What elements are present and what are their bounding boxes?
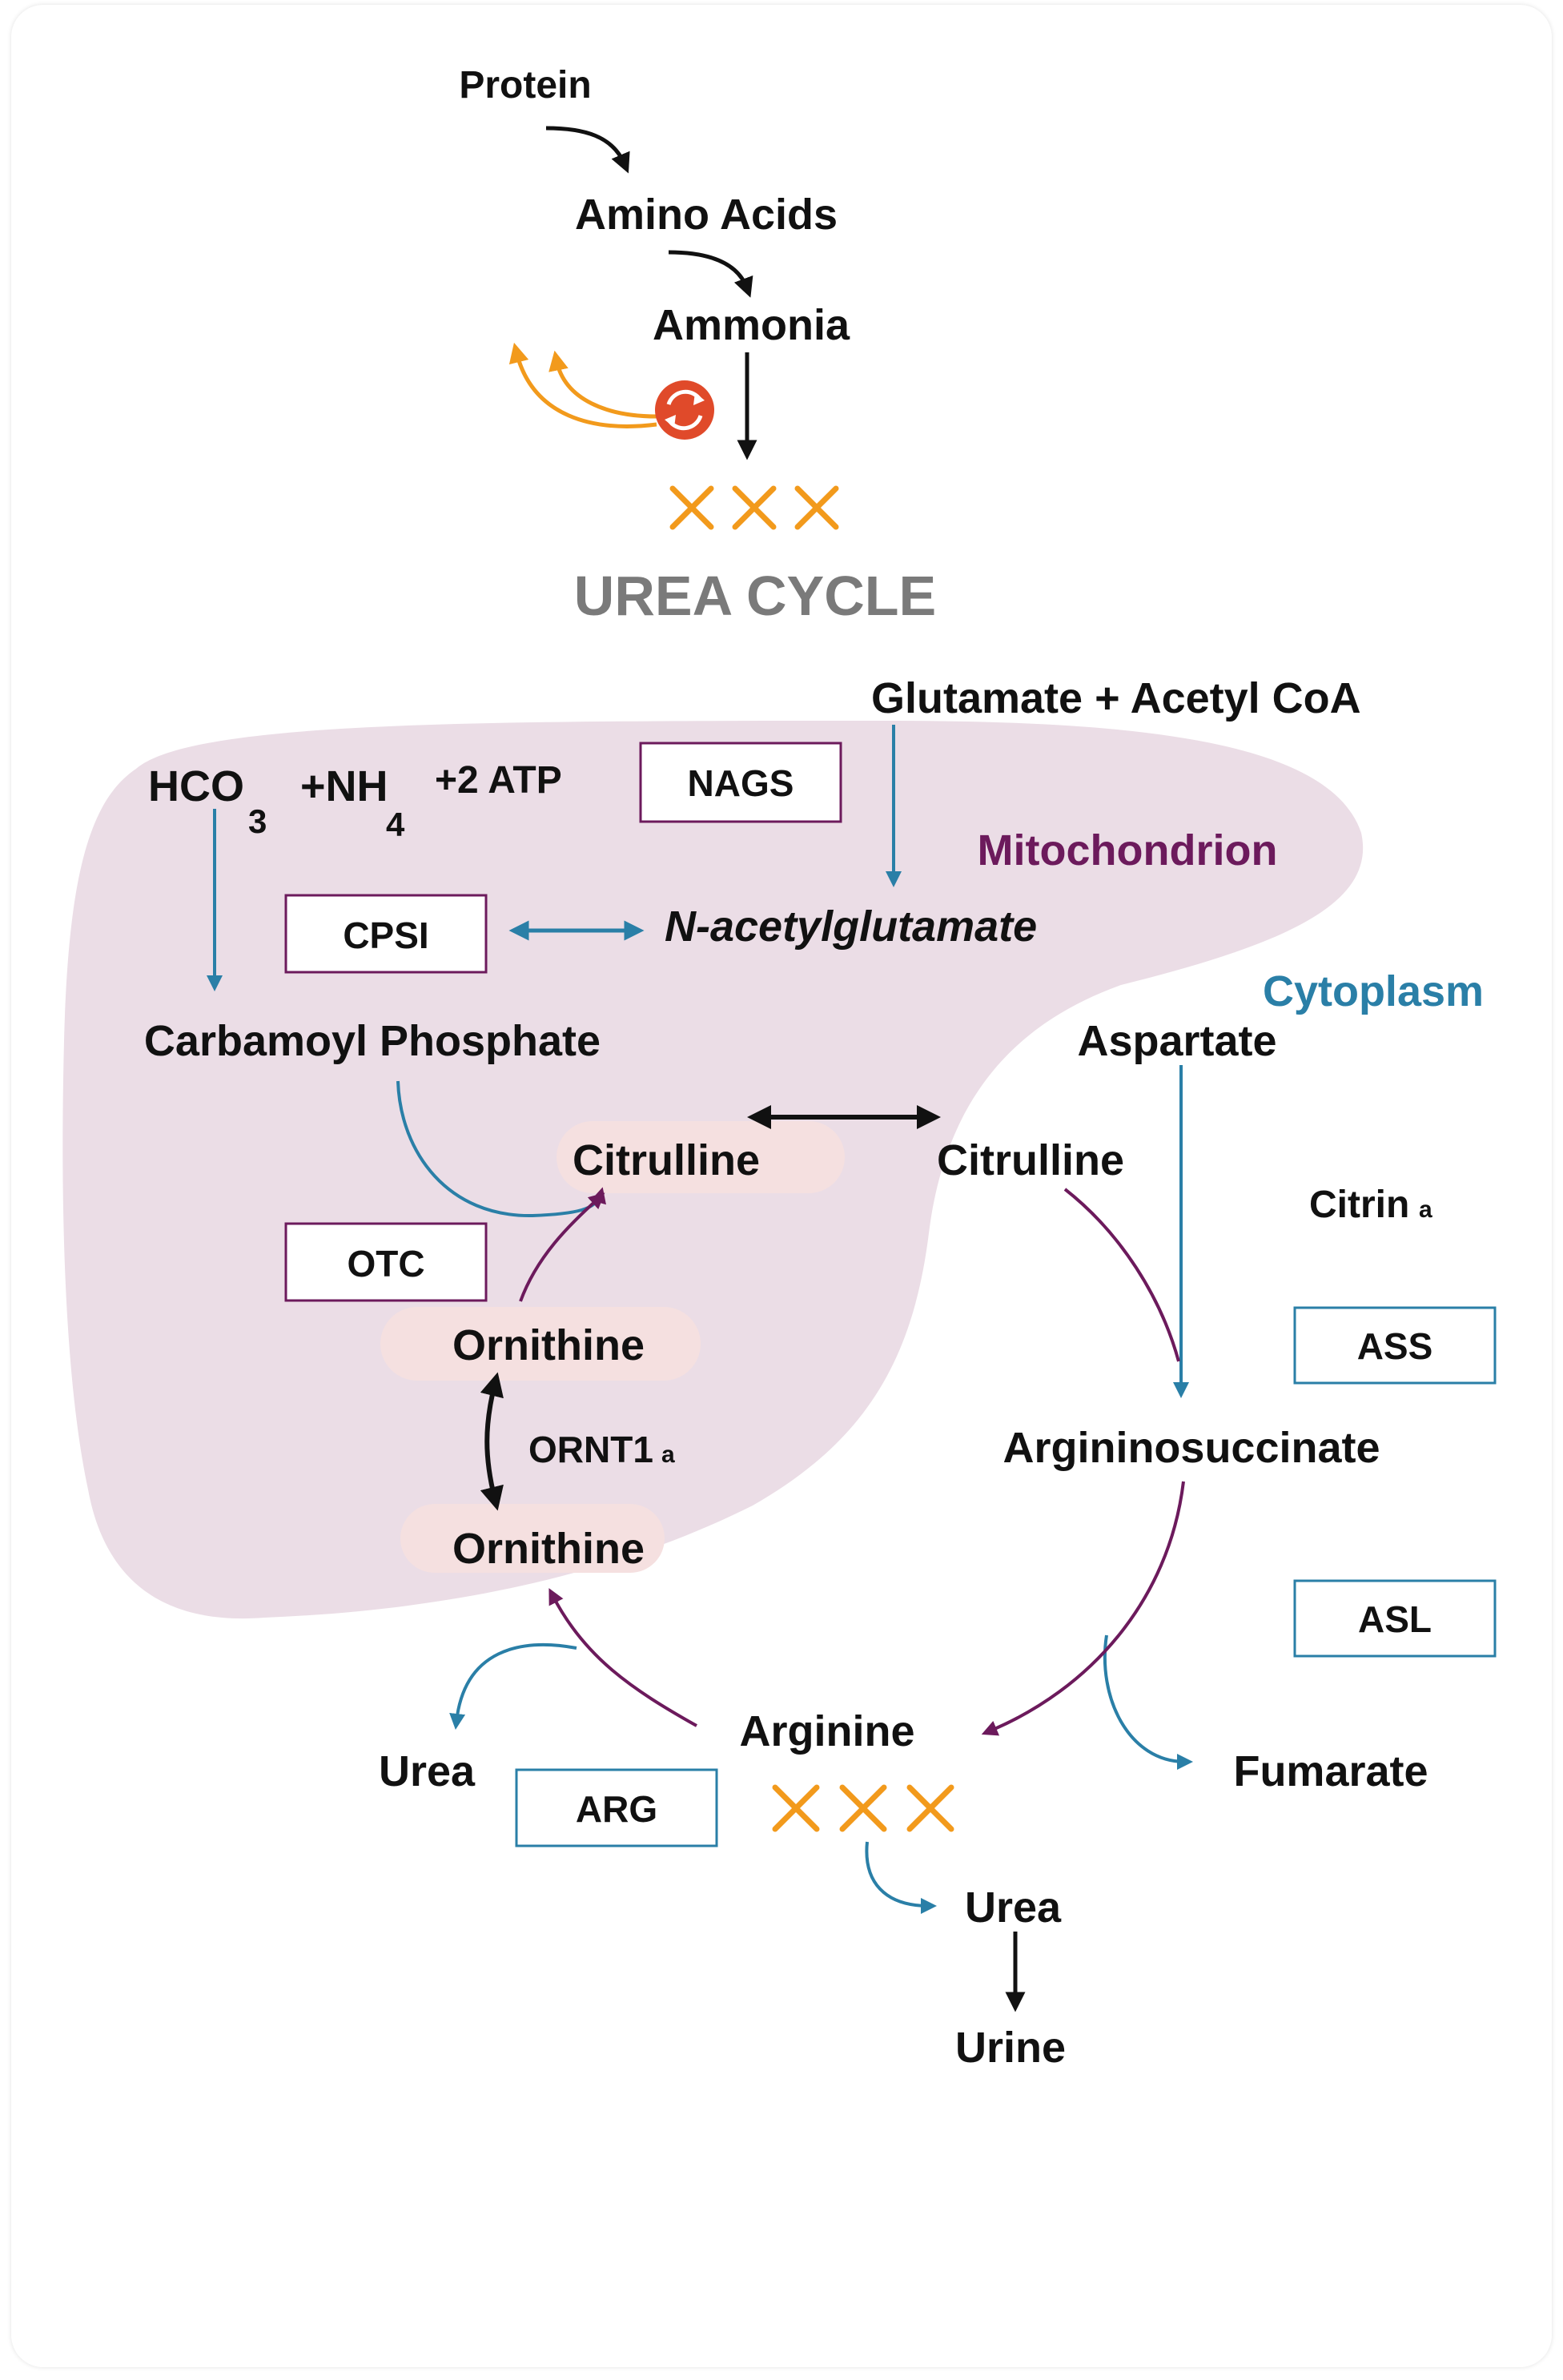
protein-to-amino-arrow [545,126,630,174]
orange-arrow-1 [508,342,657,428]
nh4-subscript: 4 [386,806,405,843]
arginine-to-ornithine-arrow [548,1588,697,1727]
citrulline-outer-label: Citrulline [937,1136,1124,1184]
urea-bottom-label: Urea [965,1883,1062,1932]
ornithine-bottom-highlight [400,1504,665,1573]
x-mark-icon [669,485,839,530]
nags-label: NAGS [688,762,794,804]
arg-label: ARG [576,1788,657,1830]
urine-label: Urine [955,2024,1066,2072]
ornithine-top-label: Ornithine [452,1321,645,1369]
citrulline-to-argininosuccinate-arrow [1063,1188,1180,1362]
mitochondrion-label: Mitochondrion [978,826,1278,874]
asl-label: ASL [1358,1598,1432,1640]
nags-box [639,742,842,823]
citrulline-highlight [556,1121,845,1193]
aspartate-label: Aspartate [1077,1017,1276,1065]
otc-box [284,1222,488,1302]
ass-box [1293,1306,1497,1385]
ornithine-top-highlight [380,1307,701,1381]
amino-to-ammonia-arrow [668,250,753,298]
carbamoyl-phosphate-label: Carbamoyl Phosphate [144,1017,601,1065]
fumarate-label: Fumarate [1233,1747,1428,1795]
urea-left-label: Urea [379,1747,476,1795]
ornt1-subscript: a [661,1441,675,1468]
otc-label: OTC [347,1243,424,1284]
ammonia-label: Ammonia [653,301,850,349]
urea-cycle-title: UREA CYCLE [574,565,936,627]
arginine-label: Arginine [739,1707,914,1755]
orange-arrow-2 [548,350,657,419]
cpsi-box [284,894,488,974]
xmarks-to-urea-arrow [865,1841,937,1914]
cpsi-label: CPSI [343,915,428,956]
arginine-to-urea-arrow [449,1642,577,1730]
atp-label: +2 ATP [435,759,562,802]
ornithine-to-citrulline-arrow [519,1192,605,1302]
citrin-label: Citrin [1309,1184,1409,1226]
argininosuccinate-to-arginine-arrow [981,1481,1185,1736]
ornt1-label: ORNT1 [528,1429,653,1470]
recycle-icon [655,380,714,440]
hco3-subscript: 3 [248,802,267,840]
ornithine-bottom-label: Ornithine [452,1525,645,1573]
ornt1-transport-arrow [480,1372,504,1511]
argininosuccinate-label: Argininosuccinate [1002,1424,1380,1472]
x-mark-icon [772,1784,954,1832]
hco3-label: HCO [148,762,244,810]
citrin-subscript: a [1419,1196,1432,1223]
asl-to-fumarate-arrow [1103,1634,1193,1770]
amino-acids-label: Amino Acids [575,191,838,239]
glutamate-label: Glutamate + Acetyl CoA [871,674,1361,722]
n-acetylglutamate-label: N-acetylglutamate [665,903,1037,951]
protein-label: Protein [459,64,591,107]
asl-box [1293,1579,1497,1658]
citrulline-inner-label: Citrulline [573,1136,760,1184]
arg-box [515,1768,718,1847]
nh4-label: +NH [300,762,388,810]
ass-label: ASS [1357,1325,1433,1367]
cytoplasm-label: Cytoplasm [1263,967,1484,1015]
